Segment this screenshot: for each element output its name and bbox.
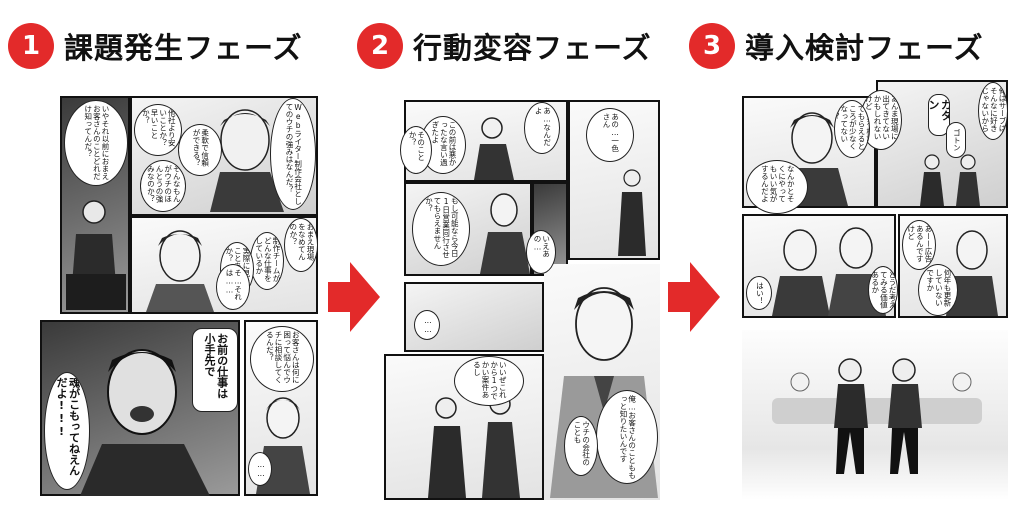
speech-bubble: あーー広告あるんですけど (902, 220, 936, 270)
speech-bubble: 制作チームがどんな仕事をしているか (250, 232, 284, 290)
character-figure (428, 393, 520, 498)
arrow-right-icon (328, 262, 380, 332)
speech-bubble: いいぜこれから1つでかい案件あるし (454, 356, 524, 406)
comic-page-2: あ…なんだよ この前は悪かったな言い過ぎたよ そのことか？ あの…一色さん もし… (384, 96, 660, 500)
comic-page-1: いやそれ以前におまえお客さんのことどれだけ知ってんだ？ 他社より安いことか？早い… (40, 96, 318, 496)
speech-bubble: 俺はサーブはそんなに好きじゃないから (978, 82, 1008, 140)
speech-bubble: 魂がこもってねえんだよ!!! (44, 372, 90, 490)
phase-number-3: 3 (689, 23, 735, 69)
character-figure (66, 200, 126, 310)
speech-bubble: ゴトン (946, 122, 966, 158)
character-figure (946, 230, 998, 316)
phase-label-1: 課題発生フェーズ (64, 31, 303, 65)
speech-bubble: あ…なんだよ (524, 102, 560, 154)
speech-bubble: ガタン (928, 94, 950, 136)
speech-bubble: どうだ考えてみる価値あるか (868, 266, 898, 314)
speech-bubble: はい！ (746, 276, 772, 310)
arrow-right-icon (668, 262, 720, 332)
speech-bubble: もし可能なら今日1日営業同行させてもらえませんか？ (412, 192, 470, 266)
character-figure (920, 154, 980, 206)
character-figure (474, 117, 514, 180)
character-figure (210, 109, 284, 212)
speech-bubble: 何年も更新していないですか (918, 264, 958, 316)
character-figure (772, 358, 982, 474)
speech-bubble: Webライター制作会社としてのウチの強みはなんだ？ (270, 98, 316, 210)
phase-title-3: 3 導入検討フェーズ (689, 22, 984, 70)
speech-bubble: おまえ現場をなめてんのか？ (284, 218, 318, 272)
speech-bubble: …… (414, 310, 440, 340)
speech-bubble: 俺…お客さんのことももっと知りたいんです (596, 390, 658, 484)
phase-title-1: 1 課題発生フェーズ (8, 22, 303, 70)
phase-number-1: 1 (8, 23, 54, 69)
speech-bubble: そんなもんがウチのほんとうの強みなのか？ (140, 160, 186, 212)
speech-bubble: ウチの会社のことも (564, 416, 598, 476)
phase-number-2: 2 (357, 23, 403, 69)
speech-bubble: お客さんは何に困って悩んでウチに相談してくるんだ？ (250, 326, 314, 392)
speech-bubble: …… (248, 452, 272, 486)
character-figure (80, 349, 210, 496)
speech-bubble: なんかとそくにやってもいい気がするんだよ (746, 160, 808, 214)
phase-label-2: 行動変容フェーズ (413, 31, 652, 65)
speech-bubble: そ…それは…… (216, 264, 250, 310)
speech-bubble: 柔軟で信頼ができる？ (178, 124, 222, 176)
character-figure (618, 169, 646, 256)
speech-bubble: いやそれ以前におまえお客さんのことどれだけ知ってんだ？ (64, 100, 128, 186)
speech-bubble: そのことか？ (400, 126, 432, 174)
speech-bubble: あの…一色さん (586, 108, 634, 162)
phase-label-3: 導入検討フェーズ (745, 31, 984, 65)
speech-bubble: お前の仕事は小手先で (192, 328, 238, 412)
speech-bubble: 他社より安いことか？早いことか？ (134, 104, 182, 156)
comic-page-3: 俺はサーブはそんなに好きじゃないから あんま現場に出てきてないかもしれないけど … (742, 80, 1008, 500)
speech-bubble: 導入を検討してもらえるところが少なくなってないか？ (834, 100, 870, 158)
phase-title-2: 2 行動変容フェーズ (357, 22, 652, 70)
character-figure (480, 193, 530, 274)
character-figure (146, 230, 214, 312)
speech-bubble: いえあの… (526, 230, 556, 274)
